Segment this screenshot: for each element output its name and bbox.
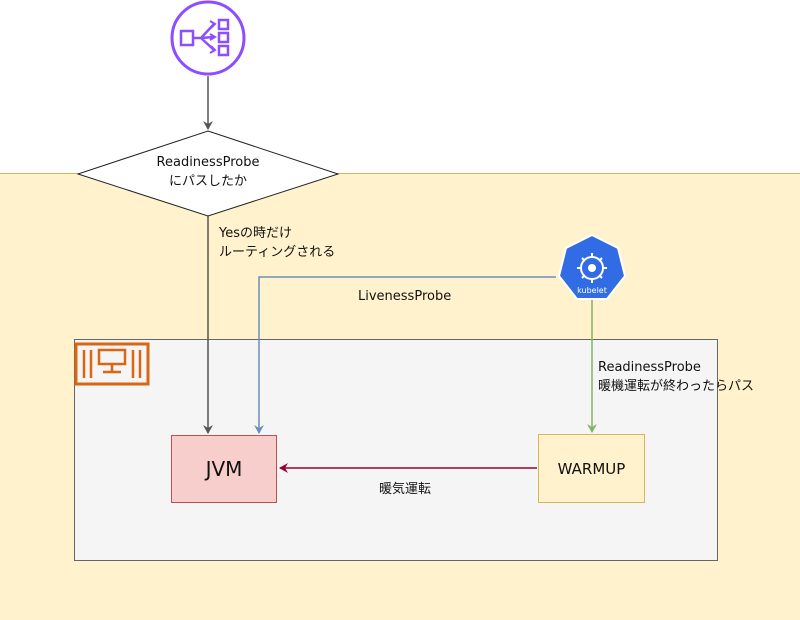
readiness-probe-label-line1: ReadinessProbe	[598, 360, 701, 375]
warmup-edge-label: 暖気運転	[379, 482, 432, 497]
jvm-node-label: JVM	[205, 457, 243, 481]
decision-label: ReadinessProbe にパスしたか	[142, 153, 274, 191]
readiness-probe-label-line2: 暖機運転が終わったらパス	[598, 379, 755, 394]
readiness-probe-label: ReadinessProbe 暖機運転が終わったらパス	[598, 358, 754, 396]
routing-edge-label: Yesの時だけ ルーティングされる	[219, 224, 335, 262]
warmup-node-label: WARMUP	[557, 459, 626, 478]
kubelet-icon: kubelet	[557, 233, 627, 300]
decision-label-line2: にパスしたか	[168, 174, 247, 189]
readiness-decision-diamond	[76, 130, 340, 217]
routing-edge-label-line1: Yesの時だけ	[219, 226, 292, 241]
jvm-node: JVM	[171, 435, 277, 503]
warmup-node: WARMUP	[538, 434, 645, 503]
svg-text:kubelet: kubelet	[577, 286, 607, 295]
liveness-probe-label: LivenessProbe	[358, 289, 452, 304]
elb-icon	[170, 0, 246, 76]
container-icon	[74, 342, 150, 386]
decision-label-line1: ReadinessProbe	[156, 155, 260, 170]
liveness-probe-edge	[254, 276, 556, 434]
routing-edge-label-line2: ルーティングされる	[219, 245, 336, 260]
